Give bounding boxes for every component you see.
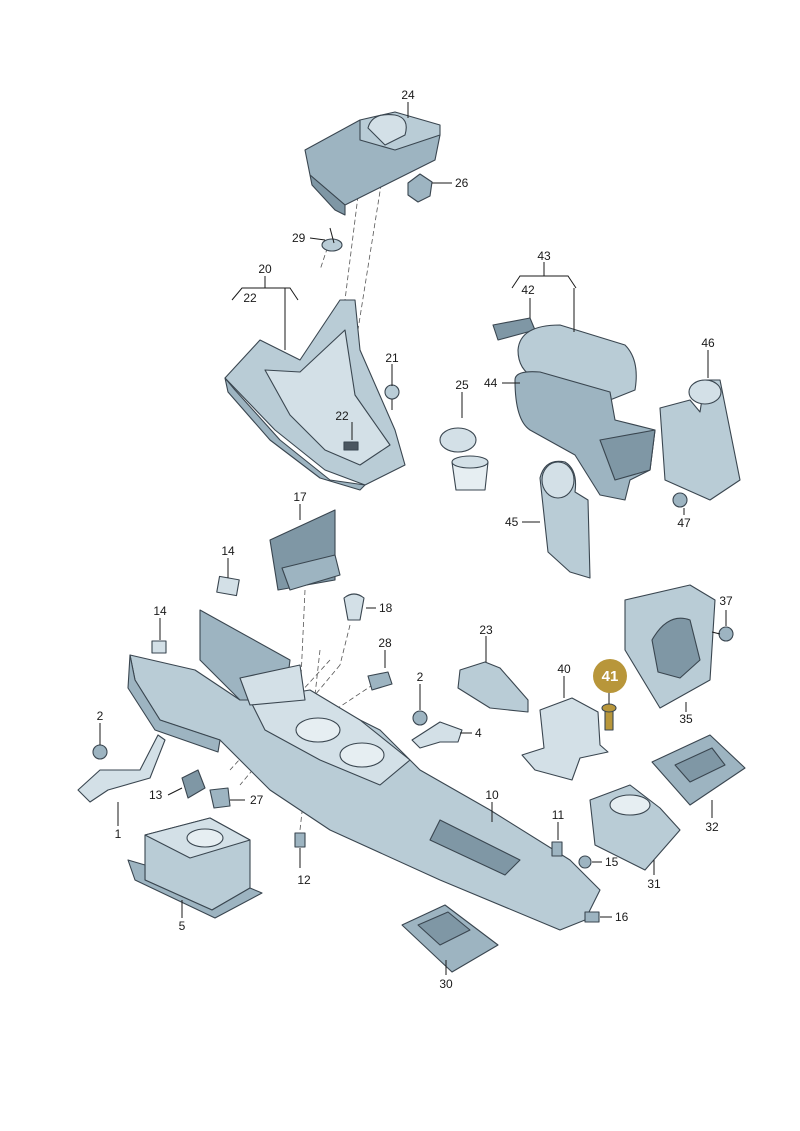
part-2-nut-right [412, 710, 428, 726]
part-27-clip [209, 787, 231, 809]
callout-13: 13 [149, 788, 163, 802]
callout-17: 17 [293, 490, 307, 504]
callout-14-lower: 14 [153, 604, 167, 618]
callout-24: 24 [401, 88, 415, 102]
part-45-bracket [539, 460, 591, 579]
callout-10: 10 [485, 788, 499, 802]
callout-40: 40 [557, 662, 571, 676]
callout-1: 1 [115, 827, 122, 841]
callout-45: 45 [505, 515, 519, 529]
part-10-center-console [127, 609, 601, 931]
callout-37: 37 [719, 594, 733, 608]
part-14-pad-lower [151, 640, 167, 654]
callout-32: 32 [705, 820, 719, 834]
part-1-bracket [77, 734, 166, 803]
leader-lines [99, 102, 727, 975]
part-30-cover [401, 904, 499, 973]
part-29-screw [321, 227, 343, 252]
part-14-pad-upper [216, 575, 240, 597]
part-25-cup-insert [439, 427, 489, 491]
callout-31: 31 [647, 877, 661, 891]
callout-5: 5 [179, 919, 186, 933]
callout-15: 15 [605, 855, 619, 869]
part-11-clip [551, 841, 563, 857]
callout-21: 21 [385, 351, 399, 365]
part-23-cover [457, 661, 529, 713]
callout-4: 4 [475, 726, 482, 740]
callout-2-right: 2 [417, 670, 424, 684]
part-37-screw [711, 626, 734, 642]
part-28-cap [367, 671, 393, 691]
callout-26: 26 [455, 176, 469, 190]
highlighted-callout-41[interactable]: 41 [593, 659, 627, 693]
callout-23: 23 [479, 623, 493, 637]
callout-28: 28 [378, 636, 392, 650]
callout-44: 44 [484, 376, 498, 390]
callout-30: 30 [439, 977, 453, 991]
callout-43: 43 [537, 249, 551, 263]
part-47-nut [672, 492, 688, 508]
callout-20: 20 [258, 262, 272, 276]
callout-18: 18 [379, 601, 393, 615]
part-17-insert [269, 509, 341, 591]
part-26-clip [407, 173, 433, 203]
callout-27: 27 [250, 793, 264, 807]
part-31-cup-holder [589, 784, 681, 871]
part-24-shift-housing [304, 111, 441, 216]
callout-46: 46 [701, 336, 715, 350]
callout-25: 25 [455, 378, 469, 392]
part-44-armrest [514, 324, 656, 501]
part-2-nut-left [92, 744, 108, 760]
callout-42: 42 [521, 283, 535, 297]
part-40-bracket [521, 697, 609, 781]
part-13-clip [181, 769, 206, 799]
part-35-trim [624, 584, 716, 709]
part-18-socket [343, 593, 365, 621]
callout-12: 12 [297, 873, 311, 887]
part-46-rear-panel [659, 379, 741, 501]
callout-35: 35 [679, 712, 693, 726]
callout-22-upper: 22 [243, 291, 257, 305]
part-12-clip [294, 832, 306, 848]
part-41-bolt [601, 703, 617, 731]
part-16-clip [584, 911, 600, 923]
callout-16: 16 [615, 910, 629, 924]
part-15-screw [578, 855, 592, 869]
part-21-screw [384, 384, 400, 410]
callout-47: 47 [677, 516, 691, 530]
callout-11: 11 [552, 808, 565, 822]
part-32-insert [651, 734, 746, 806]
callout-41[interactable]: 41 [602, 668, 619, 685]
callout-29: 29 [292, 231, 306, 245]
callout-14-upper: 14 [221, 544, 235, 558]
part-5-boot-housing [127, 817, 263, 919]
callout-2-left: 2 [97, 709, 104, 723]
part-4-bracket [411, 721, 463, 749]
callout-labels: 1 2 2 4 5 10 11 12 13 14 14 15 16 17 18 … [97, 88, 733, 991]
part-20-trim-panel [224, 299, 406, 491]
callout-22-lower: 22 [335, 409, 349, 423]
